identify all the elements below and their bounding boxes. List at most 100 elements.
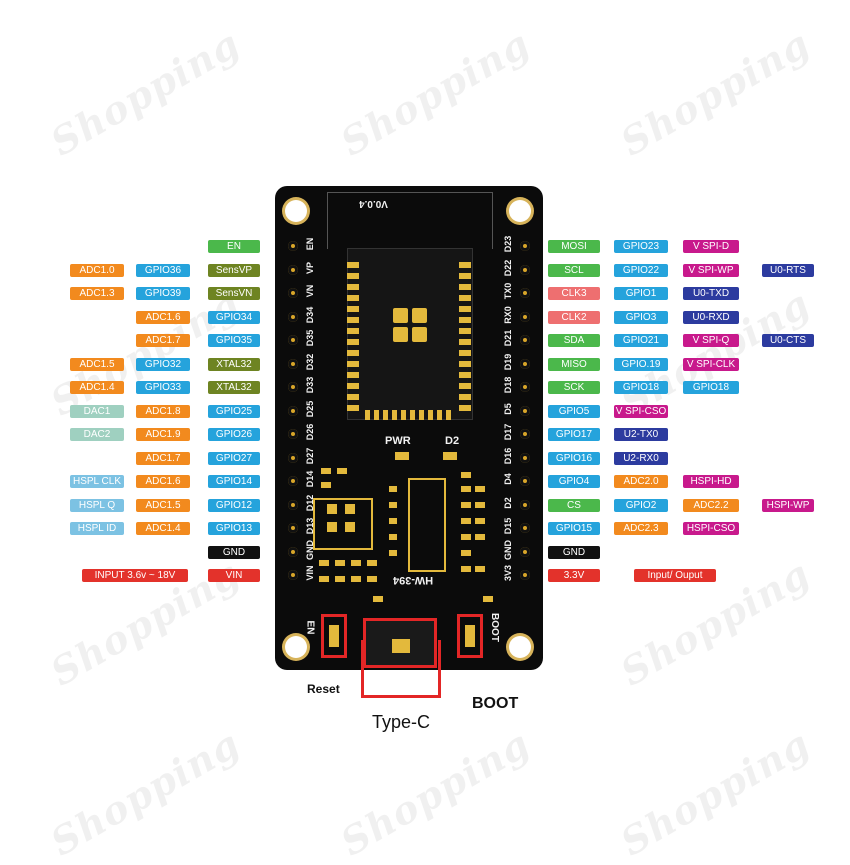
- smd-part: [319, 560, 329, 566]
- right-pin-label: U2-RX0: [614, 451, 668, 465]
- module-pad: [446, 410, 451, 420]
- header-pin: [520, 405, 530, 416]
- right-pin-silk: D23: [503, 235, 513, 253]
- module-pad: [459, 284, 471, 290]
- right-pin-label: U0-RTS: [762, 263, 814, 277]
- left-pin-label: GPIO25: [208, 404, 260, 418]
- mounting-hole: [509, 636, 531, 658]
- right-pin-label: GPIO2: [614, 498, 668, 512]
- left-pin-silk: D27: [305, 447, 315, 464]
- esp32-module: V0.0.4: [327, 192, 493, 442]
- left-pin-label: HSPL CLK: [70, 475, 124, 488]
- regulator-outline: [313, 498, 373, 550]
- right-pin-label: CLK2: [548, 310, 600, 324]
- smd-part: [461, 518, 471, 524]
- module-pad: [347, 328, 359, 334]
- left-pin-label: ADC1.5: [70, 357, 124, 371]
- usb-type-c-port[interactable]: [363, 618, 437, 668]
- module-pad: [410, 410, 415, 420]
- usb-uart-chip: [408, 478, 446, 572]
- module-pad: [459, 372, 471, 378]
- pwr-led-label: PWR: [385, 435, 411, 447]
- right-pin-label: SCL: [548, 263, 600, 277]
- en-button[interactable]: [321, 614, 347, 658]
- header-pin: [288, 382, 298, 392]
- header-pin: [520, 264, 530, 275]
- module-pad: [459, 317, 471, 323]
- smd-part: [319, 576, 329, 582]
- watermark: Shopping: [612, 720, 818, 865]
- left-pin-label: HSPL ID: [70, 522, 124, 535]
- mounting-hole: [509, 200, 531, 222]
- header-pin: [288, 335, 298, 345]
- smd-part: [373, 596, 383, 602]
- left-pin-label: GPIO27: [208, 451, 260, 465]
- left-pin-label: ADC1.9: [136, 428, 190, 441]
- left-pin-label: SensVP: [208, 263, 260, 277]
- header-pin: [288, 570, 298, 580]
- right-pin-label: CLK3: [548, 287, 600, 300]
- module-pad: [347, 273, 359, 279]
- smd-part: [367, 560, 377, 566]
- module-pad: [347, 383, 359, 389]
- right-pin-label: GPIO22: [614, 263, 668, 277]
- header-pin: [288, 476, 298, 486]
- left-pin-silk: D33: [305, 376, 315, 394]
- right-pin-label: GPIO5: [548, 404, 600, 418]
- d2-led-label: D2: [445, 435, 460, 447]
- header-pin: [520, 429, 530, 439]
- board-version: V0.0.4: [359, 198, 388, 209]
- right-pin-label: HSPI-HD: [683, 475, 739, 488]
- right-pin-label: SDA: [548, 334, 600, 347]
- right-pin-silk: D18: [503, 376, 513, 394]
- left-pin-label: GPIO32: [136, 357, 190, 371]
- boot-button-label: BOOT: [488, 613, 500, 642]
- left-pin-label: INPUT 3.6v ~ 18V: [82, 569, 188, 582]
- type-c-outline: [361, 640, 441, 698]
- left-pin-label: DAC2: [70, 428, 124, 441]
- module-pad: [419, 410, 424, 420]
- right-pin-silk: D2: [503, 496, 513, 509]
- left-pin-label: GPIO34: [208, 310, 260, 324]
- left-pin-silk: D35: [305, 329, 315, 347]
- d2-led: [443, 452, 457, 460]
- left-pin-label: GPIO33: [136, 381, 190, 394]
- boot-label: BOOT: [472, 695, 519, 712]
- left-pin-silk: D25: [305, 400, 315, 417]
- left-pin-label: GPIO13: [208, 522, 260, 535]
- module-antenna-area: [327, 192, 493, 249]
- header-pin: [520, 358, 530, 369]
- boot-button[interactable]: [457, 614, 483, 658]
- header-pin: [520, 288, 530, 298]
- right-pin-label: GND: [548, 545, 600, 559]
- right-pin-label: GPIO1: [614, 287, 668, 300]
- type-c-label: Type-C: [372, 712, 431, 732]
- watermark: Shopping: [612, 20, 818, 165]
- right-pin-label: V SPI-D: [683, 240, 739, 253]
- header-pin: [288, 523, 298, 533]
- left-pin-label: GPIO14: [208, 475, 260, 488]
- right-pin-label: GPIO21: [614, 334, 668, 347]
- right-pin-silk: D21: [503, 329, 513, 347]
- module-pad: [459, 262, 471, 268]
- right-pin-label: CS: [548, 498, 600, 512]
- smd-part: [461, 534, 471, 540]
- smd-part: [461, 550, 471, 556]
- smd-part: [461, 486, 471, 492]
- right-pin-silk: RX0: [503, 305, 513, 324]
- right-pin-label: GPIO23: [614, 240, 668, 253]
- left-pin-label: ADC1.7: [136, 334, 190, 347]
- module-pad: [374, 410, 379, 420]
- module-pad: [459, 383, 471, 389]
- smd-part: [389, 502, 397, 508]
- module-pad: [347, 372, 359, 378]
- board-model: HW-394: [393, 574, 434, 586]
- right-pin-label: GPIO15: [548, 522, 600, 535]
- module-pad: [459, 339, 471, 345]
- header-pin: [520, 570, 530, 580]
- left-pin-label: EN: [208, 240, 260, 253]
- watermark: Shopping: [612, 280, 818, 425]
- left-pin-label: XTAL32: [208, 381, 260, 394]
- watermark: Shopping: [42, 280, 248, 425]
